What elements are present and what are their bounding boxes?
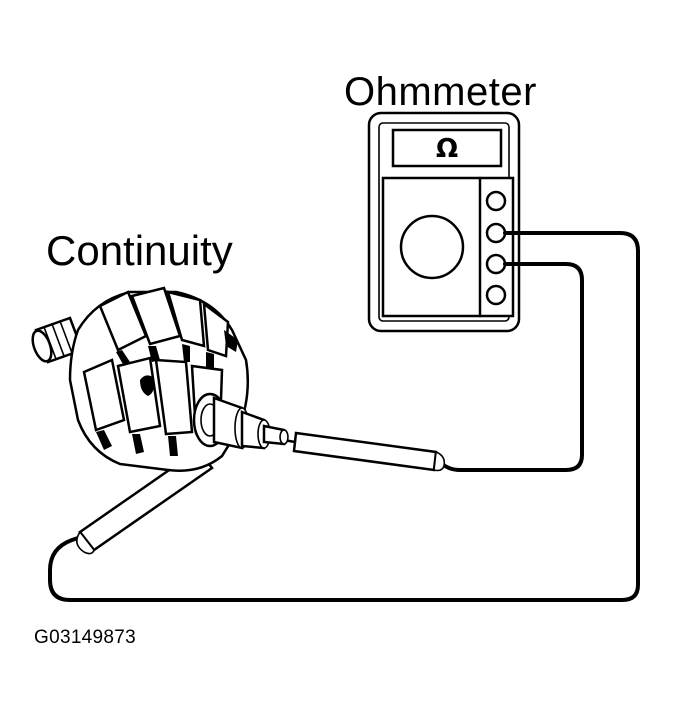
rotor-shaft-threaded-end [31, 316, 84, 364]
test-lead-wire-long [48, 231, 640, 602]
terminal-4[interactable] [485, 284, 507, 306]
test-probe-upper[interactable] [270, 431, 446, 472]
selector-dial [399, 214, 465, 280]
alternator-rotor [31, 286, 289, 472]
ohm-symbol: Ω [436, 134, 458, 164]
ohmmeter-label: Ohmmeter [344, 70, 537, 114]
probe-upper-handle [292, 431, 438, 472]
continuity-label: Continuity [46, 227, 233, 274]
terminal-1[interactable] [485, 190, 507, 212]
figure-id-label: G03149873 [34, 627, 137, 648]
ohmmeter-display [391, 128, 503, 168]
terminal-2[interactable] [485, 222, 507, 244]
terminal-3[interactable] [485, 253, 507, 275]
ohmmeter: Ω [367, 111, 521, 333]
test-lead-wire-short [438, 262, 584, 472]
